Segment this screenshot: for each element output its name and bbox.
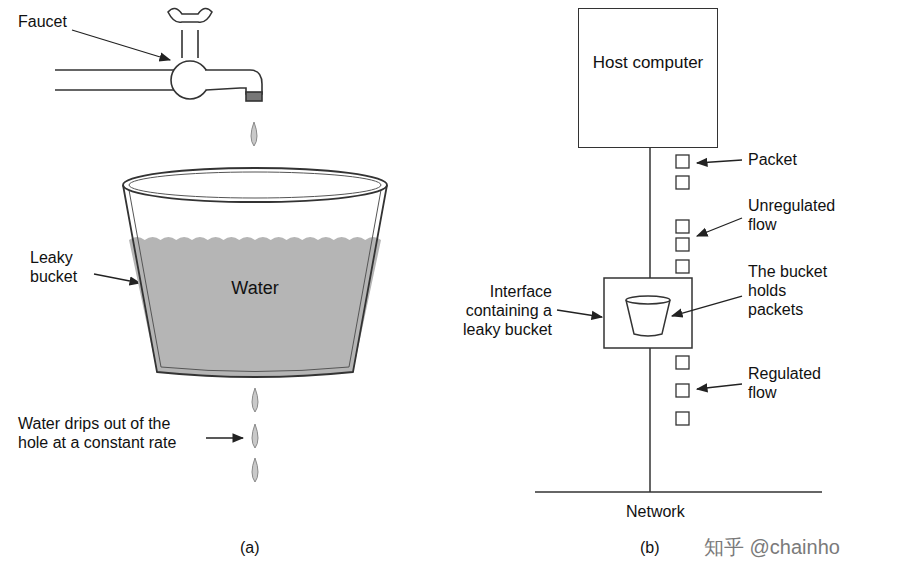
bucket-rim — [123, 168, 387, 202]
figure-label: (a) — [240, 538, 280, 557]
bucket-wall — [123, 185, 387, 377]
watermark: 知乎 @chainho — [704, 535, 904, 559]
part-label: Regulated flow — [748, 364, 840, 402]
bucket-outline — [115, 160, 395, 385]
part-label: Interface containing a leaky bucket — [432, 282, 552, 340]
part-label: Leaky bucket — [30, 248, 90, 286]
leader-lines — [557, 160, 742, 389]
faucet-drawing — [55, 8, 262, 101]
bucket-content-label: Water — [125, 278, 385, 300]
part-label: Packet — [748, 150, 838, 169]
part-label: Faucet — [18, 12, 98, 31]
host-computer-box: Host computer — [578, 8, 718, 148]
part-label: The bucket holds packets — [748, 262, 840, 320]
box-title: Host computer — [589, 53, 707, 73]
interface-box — [604, 278, 692, 348]
bucket-rim-inner — [129, 172, 381, 198]
figure-label: (b) — [640, 538, 680, 557]
note-label: Water drips out of the hole at a constan… — [18, 414, 203, 452]
part-label: Network — [626, 502, 706, 521]
network-line — [535, 491, 822, 493]
part-label: Unregulated flow — [748, 196, 848, 234]
leaky-bucket: Water — [115, 160, 395, 385]
water-fill — [129, 237, 381, 376]
